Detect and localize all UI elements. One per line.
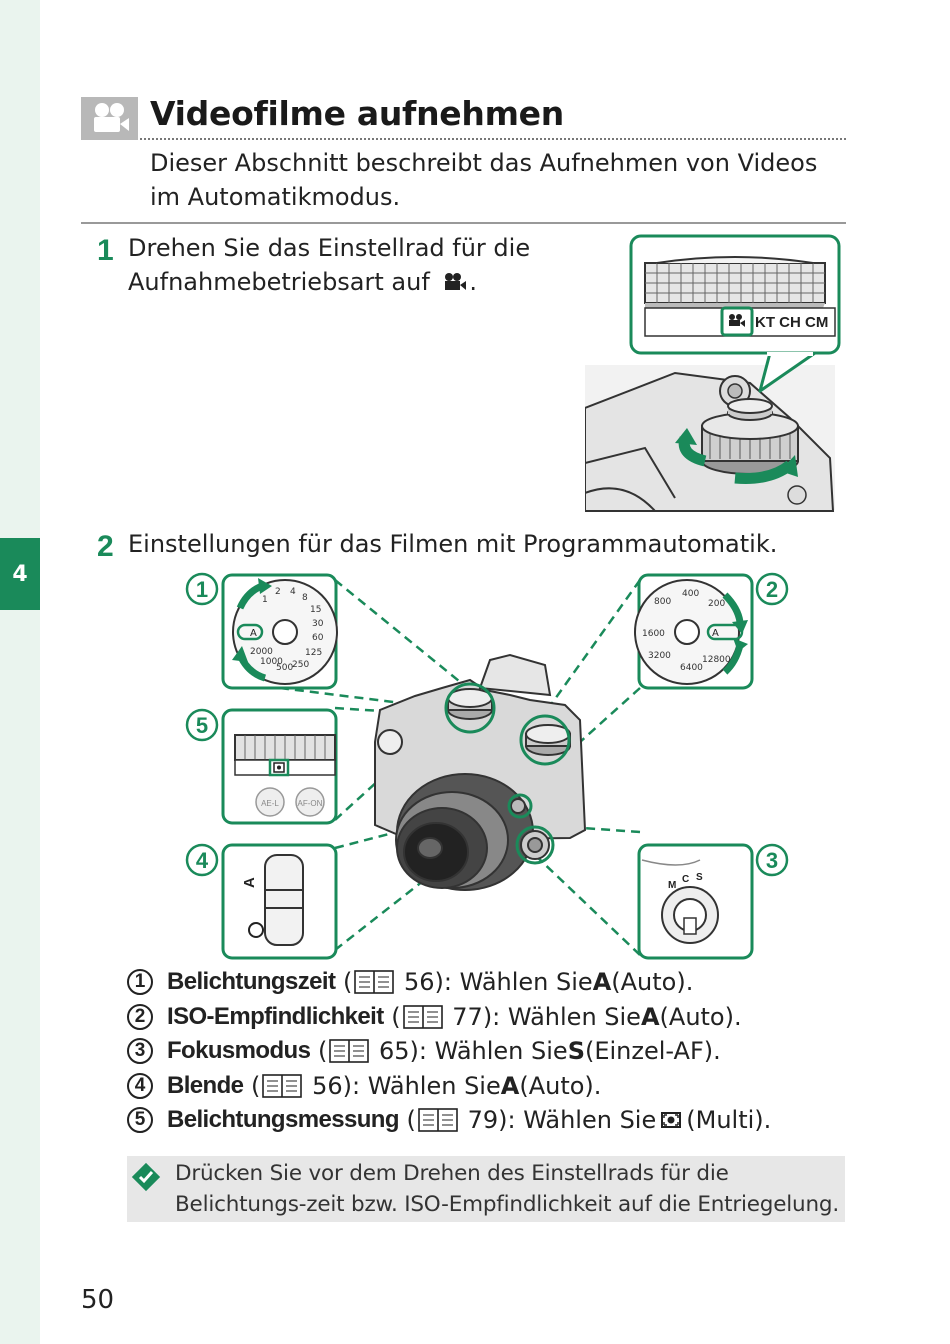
chapter-tab: 4 [0, 538, 40, 610]
shutter-selected-value: A [250, 628, 257, 639]
legend-item-shutter: 1 Belichtungszeit ( 56): Wählen Sie A (A… [127, 965, 847, 1000]
legend-value: A [640, 1002, 660, 1031]
legend-desc-end: (Auto). [659, 1002, 742, 1031]
legend-desc-end: (Auto). [611, 968, 694, 997]
legend-desc: ): Wählen Sie [342, 1071, 501, 1100]
movie-camera-icon [81, 97, 138, 140]
settings-legend: 1 Belichtungszeit ( 56): Wählen Sie A (A… [127, 965, 847, 1138]
legend-desc-end: (Einzel-AF). [584, 1037, 721, 1066]
aperture-inset: A [221, 843, 338, 960]
svg-text:500: 500 [276, 663, 293, 673]
legend-item-aperture: 4 Blende ( 56): Wählen Sie A (Auto). [127, 1069, 847, 1104]
legend-desc: ): Wählen Sie [482, 1002, 641, 1031]
legend-page-ref[interactable]: 77 [452, 1002, 483, 1031]
iso-selected-value: A [712, 628, 719, 639]
legend-number: 5 [127, 1107, 153, 1134]
svg-text:60: 60 [312, 633, 324, 643]
sidebar-strip [0, 0, 40, 1344]
legend-page-ref[interactable]: 56 [312, 1071, 343, 1100]
book-icon[interactable] [402, 1004, 443, 1029]
callout-4: 4 [196, 848, 209, 873]
legend-number: 4 [127, 1072, 153, 1099]
svg-text:400: 400 [682, 589, 699, 599]
focus-c-label: C [682, 874, 689, 885]
legend-item-metering: 5 Belichtungsmessung ( 79): Wählen Sie (… [127, 1103, 847, 1138]
step-number-1: 1 [97, 234, 114, 267]
svg-text:2000: 2000 [250, 647, 273, 657]
svg-text:4: 4 [290, 587, 296, 597]
svg-text:30: 30 [312, 619, 324, 629]
section-title: Videofilme aufnehmen [150, 94, 564, 133]
step-number-2: 2 [97, 530, 114, 563]
focus-s-label: S [696, 872, 703, 883]
svg-text:12800: 12800 [702, 655, 731, 665]
legend-term: ISO-Empfindlichkeit [167, 1002, 384, 1030]
legend-item-focus: 3 Fokusmodus ( 65): Wählen Sie S (Einzel… [127, 1034, 847, 1069]
svg-text:8: 8 [302, 593, 308, 603]
af-on-button-label: AF-ON [298, 799, 323, 808]
legend-desc: ): Wählen Sie [434, 968, 593, 997]
legend-desc-end: (Auto). [519, 1071, 602, 1100]
note-box: Drücken Sie vor dem Drehen des Einstellr… [127, 1156, 845, 1222]
legend-page-ref[interactable]: 79 [467, 1106, 499, 1135]
svg-text:200: 200 [708, 599, 725, 609]
callout-1: 1 [196, 577, 208, 602]
callout-5: 5 [196, 713, 208, 738]
callout-2: 2 [766, 577, 778, 602]
svg-text:6400: 6400 [680, 663, 703, 673]
step-text-1: Drehen Sie das Einstellrad für die Aufna… [128, 234, 531, 296]
legend-number: 2 [127, 1003, 153, 1030]
note-text: Drücken Sie vor dem Drehen des Einstellr… [175, 1161, 839, 1217]
svg-text:3200: 3200 [648, 651, 671, 661]
callout-3: 3 [766, 848, 778, 873]
svg-text:125: 125 [305, 648, 322, 658]
svg-text:2: 2 [275, 587, 281, 597]
book-icon[interactable] [262, 1073, 303, 1098]
legend-item-iso: 2 ISO-Empfindlichkeit ( 77): Wählen Sie … [127, 1000, 847, 1035]
legend-number: 1 [127, 969, 153, 996]
section-divider [81, 222, 846, 224]
svg-text:800: 800 [654, 597, 671, 607]
legend-value: A [592, 968, 612, 997]
ae-l-button-label: AE-L [261, 799, 279, 808]
legend-desc: ): Wählen Sie [409, 1037, 568, 1066]
legend-page-ref[interactable]: 65 [379, 1037, 410, 1066]
movie-mode-icon [445, 273, 467, 290]
legend-desc-end: (Multi). [686, 1106, 772, 1135]
metering-inset: AE-L AF-ON [221, 708, 338, 825]
legend-term: Fokusmodus [167, 1037, 311, 1065]
svg-text:250: 250 [292, 660, 309, 670]
legend-desc: ): Wählen Sie [498, 1106, 657, 1135]
dial-labels: KT CH CM [755, 314, 828, 331]
svg-text:15: 15 [310, 605, 321, 615]
book-icon[interactable] [418, 1108, 458, 1133]
legend-term: Belichtungszeit [167, 968, 336, 996]
title-underline [140, 138, 846, 140]
legend-page-ref[interactable]: 56 [404, 968, 435, 997]
focus-mode-inset: M C S [637, 843, 754, 960]
focus-m-label: M [668, 880, 676, 891]
mode-dial-figure: KT CH CM [584, 233, 845, 517]
svg-text:1000: 1000 [260, 657, 283, 667]
book-icon[interactable] [354, 970, 395, 995]
svg-text:1: 1 [262, 595, 268, 605]
step-text-2: Einstellungen für das Filmen mit Program… [128, 530, 778, 558]
note-check-icon [131, 1162, 161, 1192]
svg-text:1600: 1600 [642, 629, 665, 639]
aperture-label: A [241, 877, 258, 888]
legend-number: 3 [127, 1038, 153, 1065]
book-icon[interactable] [329, 1039, 370, 1064]
legend-value: S [567, 1037, 585, 1066]
multi-metering-icon [661, 1112, 682, 1129]
legend-term: Belichtungsmessung [167, 1106, 400, 1134]
section-intro: Dieser Abschnitt beschreibt das Aufnehme… [150, 149, 818, 211]
legend-term: Blende [167, 1071, 244, 1099]
page-number: 50 [81, 1285, 115, 1315]
legend-value: A [500, 1071, 520, 1100]
